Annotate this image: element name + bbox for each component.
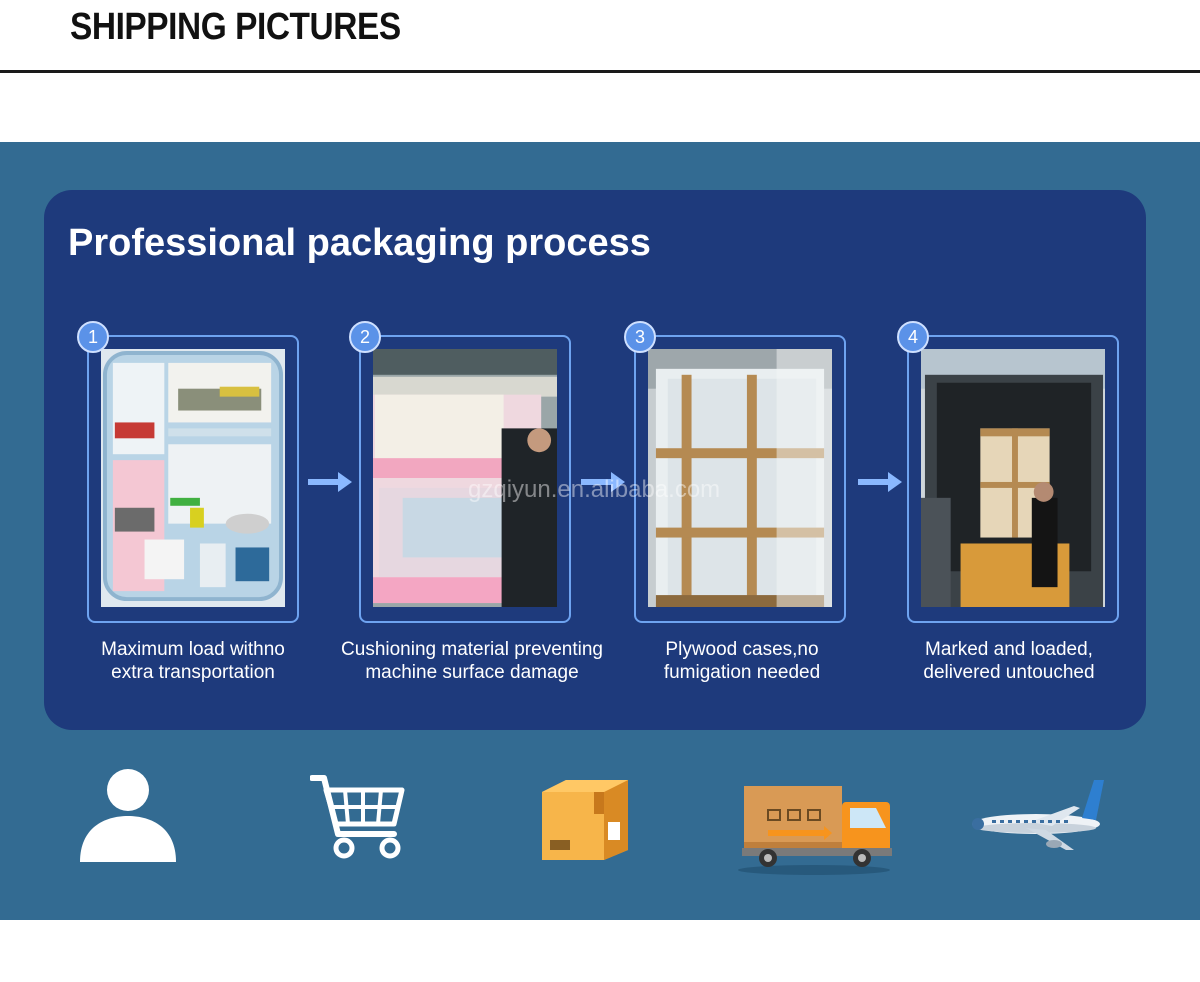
- arrow-right-icon: [581, 472, 625, 492]
- step-4-caption: Marked and loaded, delivered untouched: [923, 639, 1095, 683]
- user-icon: [80, 769, 176, 862]
- step-1-number-badge: 1: [77, 321, 109, 353]
- step-1-photo: [101, 349, 285, 607]
- step-2-caption: Cushioning material preventing machine s…: [341, 639, 603, 683]
- step-4-card: 4: [897, 321, 1119, 623]
- step-3-caption: Plywood cases,no fumigation needed: [663, 639, 821, 683]
- step-3-photo: [648, 349, 832, 607]
- arrow-right-icon: [308, 472, 352, 492]
- arrow-right-icon: [858, 472, 902, 492]
- step-3-card: 3: [624, 321, 846, 623]
- header-divider: [0, 70, 1200, 73]
- package-box-icon: [542, 780, 628, 860]
- panel-title: Professional packaging process: [68, 222, 651, 264]
- step-1-caption: Maximum load withno extra transportation: [101, 639, 285, 683]
- step-4-number-badge: 4: [897, 321, 929, 353]
- step-2-card: 2: [349, 321, 571, 623]
- airplane-icon: [972, 780, 1104, 850]
- packaging-panel: Professional packaging process: [44, 190, 1146, 730]
- step-2-photo: [373, 349, 557, 607]
- step-4-photo: [921, 349, 1105, 607]
- delivery-truck-icon: [738, 786, 892, 875]
- step-3-number-badge: 3: [624, 321, 656, 353]
- page-title: SHIPPING PICTURES: [70, 6, 401, 48]
- step-2-number-badge: 2: [349, 321, 381, 353]
- shopping-cart-icon: [310, 775, 405, 859]
- watermark-text: gzqiyun.en.alibaba.com: [468, 476, 721, 503]
- step-1-card: 1: [77, 321, 299, 623]
